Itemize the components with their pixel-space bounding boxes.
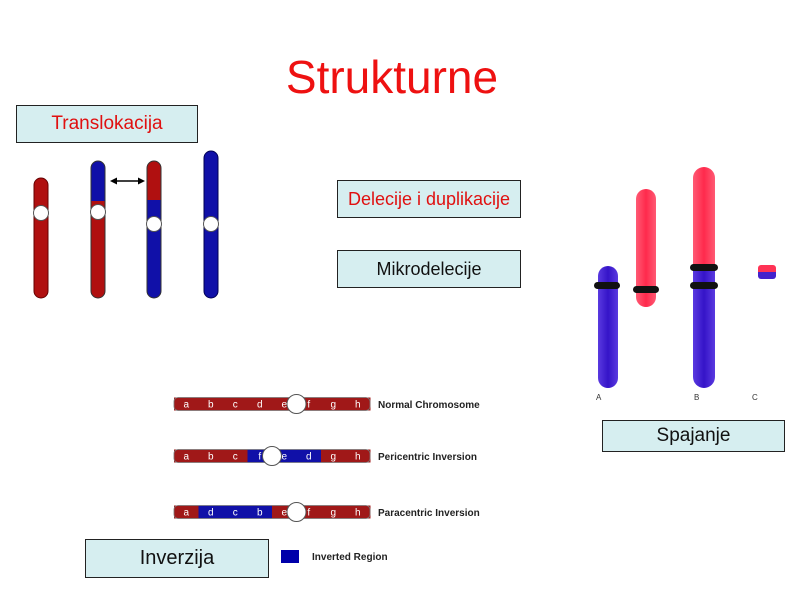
inverted-region-label: Inverted Region: [312, 552, 388, 563]
segment: [321, 505, 346, 519]
chromosome-pink: [636, 189, 656, 307]
exchange-arrow-icon: [110, 177, 145, 185]
fusion-chromosomes: A B C: [594, 167, 776, 402]
segment: [198, 505, 224, 519]
chromosome-b-top: [693, 167, 715, 283]
segment: [345, 505, 371, 519]
centromere: [286, 394, 307, 414]
inverzija-label: Inverzija: [85, 539, 269, 578]
segment-letter: a: [183, 508, 189, 519]
centromere: [90, 204, 106, 220]
segment: [198, 449, 224, 463]
segment-letter: a: [183, 400, 189, 411]
segment-letter: b: [208, 452, 214, 463]
centromere: [146, 216, 162, 232]
segment: [247, 397, 273, 411]
segment: [345, 449, 371, 463]
band: [594, 282, 620, 289]
chromosome-red-translocated: [91, 161, 105, 298]
segment-letter: d: [208, 508, 214, 519]
translocation-chromosomes: [33, 150, 219, 299]
inversion-row: a d c b e f g h Paracentric Inversion: [173, 502, 480, 522]
band: [690, 282, 718, 289]
translokacija-label: Translokacija: [16, 105, 198, 143]
segment-letter: h: [355, 452, 361, 463]
chromosome-red: [33, 177, 49, 299]
fusion-label-a: A: [596, 393, 602, 402]
segment-letter: h: [355, 400, 361, 411]
segment-letter: b: [208, 400, 214, 411]
segment: [223, 397, 248, 411]
segment: [198, 397, 224, 411]
segment: [174, 505, 199, 519]
band: [690, 264, 718, 271]
segment-letter: d: [257, 400, 263, 411]
segment-letter: f: [307, 400, 310, 411]
segment-letter: g: [330, 452, 336, 463]
segment: [223, 449, 248, 463]
segment-letter: e: [281, 452, 287, 463]
delecije-label: Delecije i duplikacije: [337, 180, 521, 218]
fusion-label-b: B: [694, 393, 699, 402]
segment-letter: e: [281, 508, 287, 519]
chromosome-a: [598, 266, 618, 388]
mikrodelecije-label: Mikrodelecije: [337, 250, 521, 288]
segment-letter: d: [306, 452, 312, 463]
centromere: [286, 502, 307, 522]
page-title: Strukturne: [285, 51, 499, 103]
chromosome-c-fragment: [758, 265, 776, 279]
segment: [174, 449, 199, 463]
segment-letter: e: [281, 400, 287, 411]
inverted-region-swatch: [281, 550, 299, 563]
chromosome-b-bottom: [693, 276, 715, 388]
centromere: [262, 446, 282, 466]
inversion-row: a b c d e f g h Normal Chromosome: [173, 394, 480, 414]
segment: [345, 397, 371, 411]
segment-letter: b: [257, 508, 263, 519]
segment-letter: c: [233, 400, 238, 411]
segment: [174, 397, 199, 411]
segment: [247, 505, 273, 519]
segment: [321, 397, 346, 411]
spajanje-label: Spajanje: [602, 420, 785, 452]
band: [633, 286, 659, 293]
segment-letter: g: [330, 508, 336, 519]
segment-letter: f: [307, 508, 310, 519]
segment-letter: a: [183, 452, 189, 463]
segment-letter: g: [330, 400, 336, 411]
segment-letter: f: [258, 452, 261, 463]
segment: [223, 505, 248, 519]
segment-letter: c: [233, 508, 238, 519]
inversion-row: a b c f e d g h Pericentric Inversion: [173, 446, 477, 466]
inversion-row-label: Normal Chromosome: [378, 400, 480, 411]
segment-letter: h: [355, 508, 361, 519]
centromere: [203, 216, 219, 232]
inverted-region-legend: Inverted Region: [281, 550, 388, 563]
inversion-row-label: Paracentric Inversion: [378, 508, 480, 519]
segment-letter: c: [233, 452, 238, 463]
fusion-label-c: C: [752, 393, 758, 402]
inversion-row-label: Pericentric Inversion: [378, 452, 477, 463]
segment: [321, 449, 346, 463]
segment: [296, 449, 322, 463]
centromere: [33, 205, 49, 221]
